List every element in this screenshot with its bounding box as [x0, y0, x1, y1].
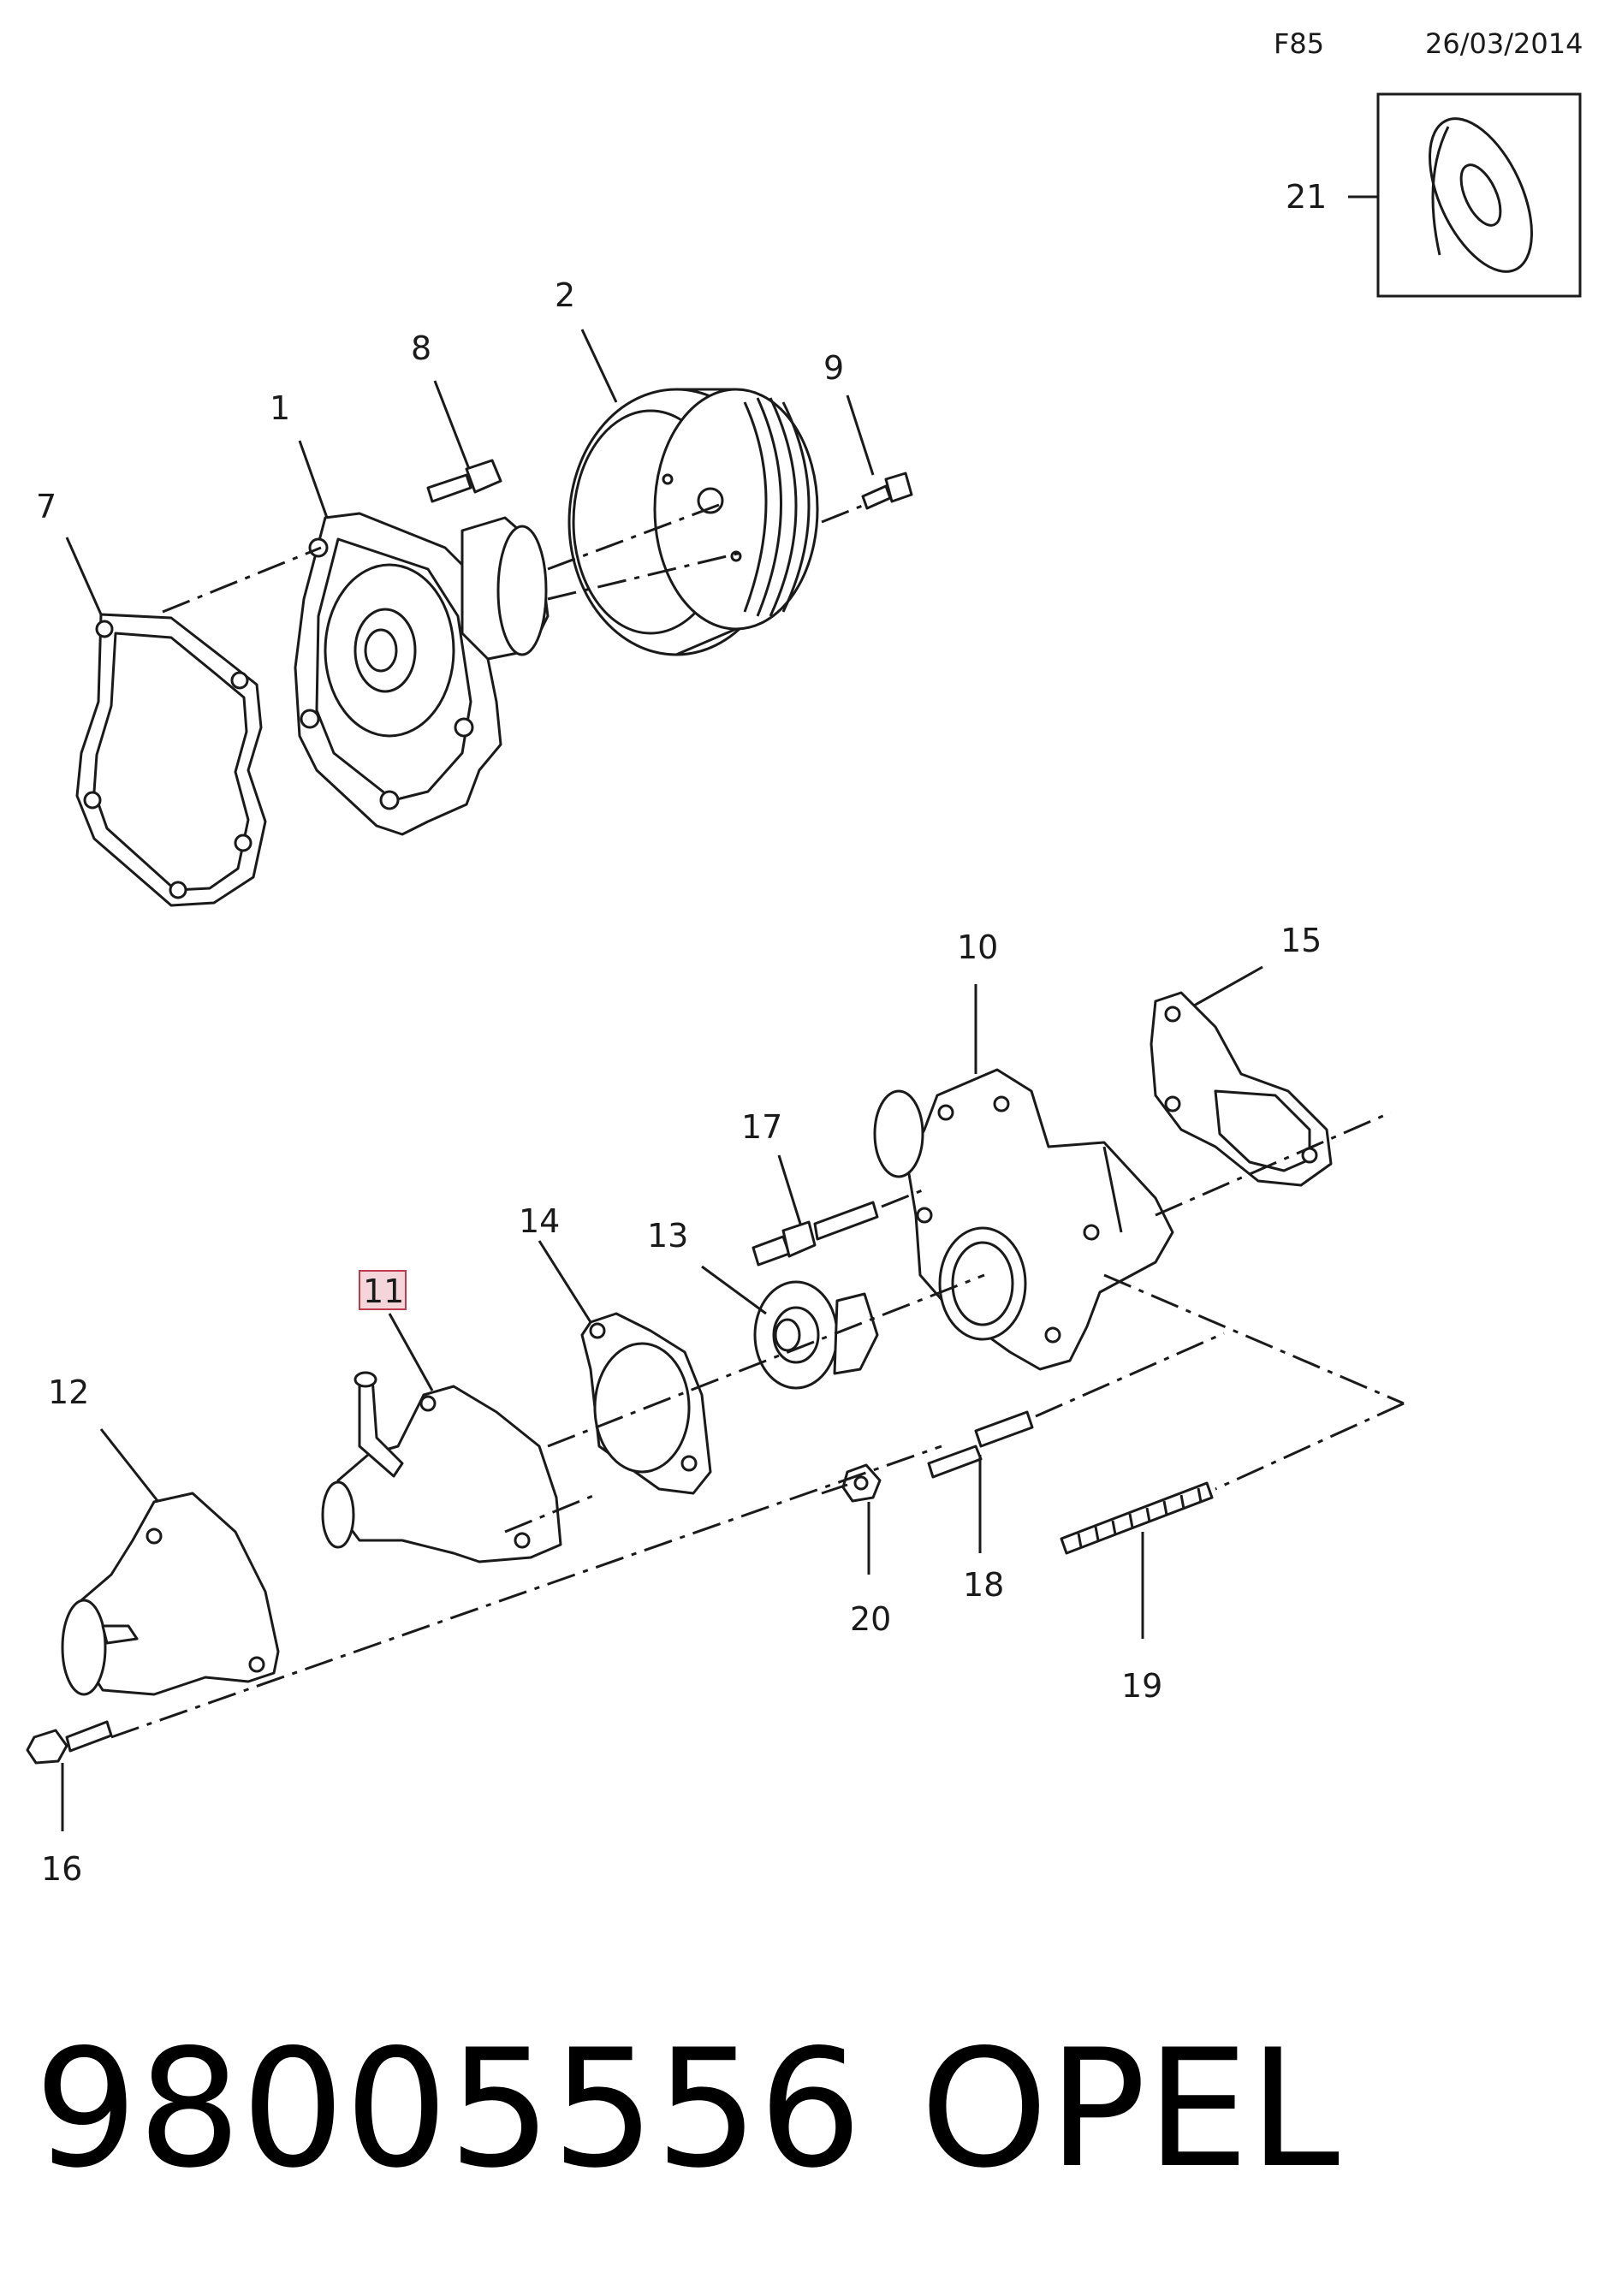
axis-top-1 — [162, 546, 322, 614]
axis-bottom-8 — [1035, 1332, 1225, 1418]
leader-9 — [846, 395, 875, 476]
coolant-outlet-11[interactable] — [321, 1371, 562, 1563]
callout-20[interactable]: 20 — [850, 1600, 891, 1638]
callout-1[interactable]: 1 — [270, 389, 290, 427]
stud-18[interactable] — [927, 1410, 1034, 1479]
leader-7 — [65, 537, 103, 615]
bolt-9[interactable] — [861, 472, 913, 510]
axis-top-3 — [547, 550, 746, 601]
axis-bottom-1 — [110, 1445, 942, 1739]
leader-2 — [580, 329, 618, 403]
bolt-16[interactable] — [26, 1720, 113, 1765]
callout-14[interactable]: 14 — [519, 1202, 560, 1240]
leader-14 — [538, 1240, 592, 1323]
part-number: 98005556 — [34, 2014, 862, 2204]
leader-12 — [99, 1428, 160, 1503]
callout-18[interactable]: 18 — [963, 1566, 1004, 1604]
axis-bottom-9 — [821, 1483, 848, 1495]
axis-bottom-5 — [881, 1188, 925, 1208]
nut-20[interactable] — [841, 1463, 882, 1503]
callout-11-highlight — [359, 1270, 407, 1310]
leader-1 — [298, 440, 329, 519]
axis-bottom-3 — [547, 1273, 985, 1448]
callout-8[interactable]: 8 — [411, 329, 431, 367]
leader-8 — [433, 380, 471, 470]
axis-bottom-2 — [504, 1492, 600, 1534]
axis-bottom-4 — [1155, 1111, 1392, 1217]
water-pump-1[interactable] — [294, 512, 550, 836]
callout-21[interactable]: 21 — [1286, 178, 1327, 216]
callout-16[interactable]: 16 — [41, 1850, 82, 1888]
thermostat-13[interactable] — [753, 1280, 879, 1390]
leader-17 — [777, 1154, 802, 1225]
axis-bottom-6 — [1103, 1273, 1405, 1405]
callout-13[interactable]: 13 — [647, 1217, 688, 1255]
callout-11[interactable]: 11 — [363, 1273, 404, 1310]
stud-19[interactable] — [1060, 1481, 1214, 1555]
thermostat-housing-10[interactable] — [873, 1068, 1174, 1371]
callout-17[interactable]: 17 — [741, 1108, 782, 1146]
callout-12[interactable]: 12 — [48, 1373, 89, 1411]
callout-2[interactable]: 2 — [555, 276, 575, 314]
bolt-8[interactable] — [426, 459, 502, 503]
leader-15 — [1193, 965, 1263, 1007]
callout-19[interactable]: 19 — [1121, 1667, 1162, 1705]
gasket-7[interactable] — [75, 613, 267, 907]
gasket-14[interactable] — [580, 1312, 712, 1495]
brand-name: OPEL — [920, 2014, 1340, 2204]
diagram-code: F85 — [1274, 27, 1324, 60]
callout-15[interactable]: 15 — [1280, 922, 1322, 959]
callout-7[interactable]: 7 — [36, 488, 56, 525]
pulley-2[interactable] — [567, 388, 819, 656]
inset-washer-21[interactable] — [1376, 92, 1582, 298]
axis-bottom-7 — [1215, 1402, 1405, 1491]
axis-top-4 — [821, 503, 865, 524]
leader-11 — [388, 1313, 434, 1391]
callout-10[interactable]: 10 — [957, 928, 998, 966]
axis-top-2 — [547, 503, 720, 571]
bolt-17[interactable] — [752, 1201, 879, 1267]
callout-9[interactable]: 9 — [823, 349, 844, 387]
leader-13 — [701, 1265, 767, 1315]
thermostat-cover-12[interactable] — [61, 1492, 280, 1696]
gasket-15[interactable] — [1150, 991, 1333, 1187]
diagram-date: 26/03/2014 — [1425, 27, 1583, 60]
